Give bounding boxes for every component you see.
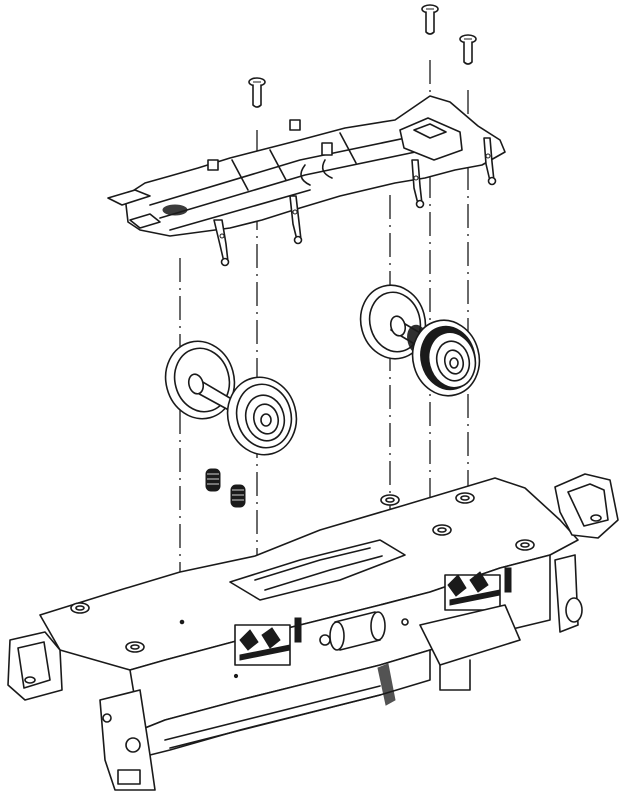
screw-2	[421, 4, 439, 35]
wheelset-geared	[359, 284, 481, 397]
frame-leg-2	[289, 195, 303, 245]
upper-frame	[107, 95, 506, 267]
frame-leg-3	[411, 159, 425, 209]
alignment-axes	[179, 60, 469, 590]
motor-chassis	[7, 473, 619, 791]
motor	[319, 611, 386, 651]
coil-spring-1	[205, 468, 221, 492]
frame-leg-4	[483, 137, 497, 186]
wheelset-plain	[164, 340, 298, 456]
gearbox-right	[444, 567, 512, 611]
gearbox-left	[234, 617, 302, 666]
screw-1	[248, 77, 266, 108]
frame-leg-1	[213, 219, 230, 267]
coupler-right	[554, 473, 619, 539]
coil-spring-2	[230, 484, 246, 508]
coupler-left	[7, 631, 63, 701]
screw-3	[459, 34, 477, 65]
